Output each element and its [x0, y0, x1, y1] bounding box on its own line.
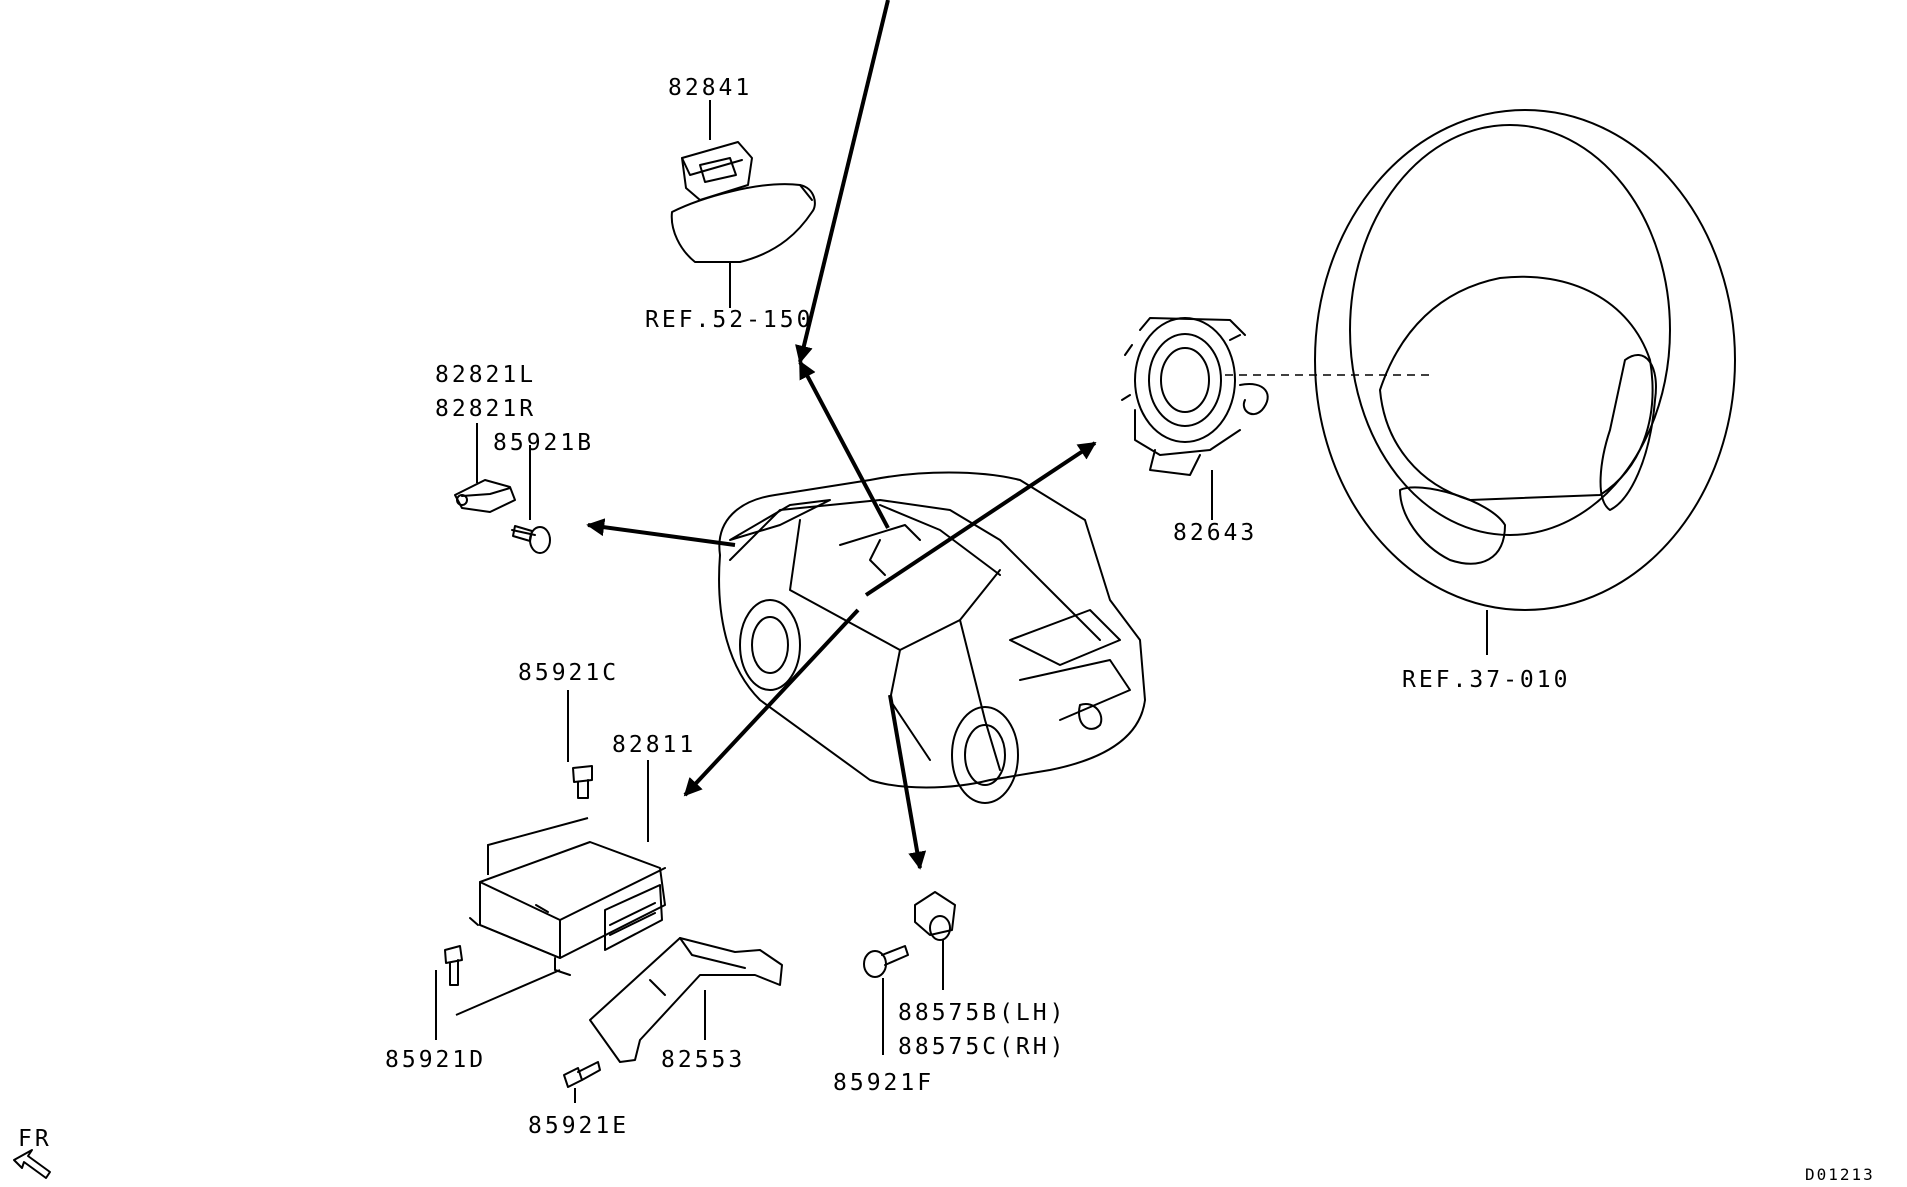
label-ref-37-010: REF.37-010 — [1402, 667, 1570, 693]
label-88575B: 88575B(LH) — [898, 1000, 1066, 1026]
part-82841-airbag-module — [670, 141, 816, 263]
label-82841: 82841 — [668, 75, 752, 101]
leader-85921D-link — [455, 969, 561, 1016]
part-85921C-bolt — [572, 765, 593, 799]
label-82821R: 82821R — [435, 396, 536, 422]
label-85921F: 85921F — [833, 1070, 934, 1096]
vehicle-outline — [718, 471, 1146, 804]
part-82821-side-sensor — [454, 479, 516, 513]
part-85921E-bolt — [563, 1061, 601, 1088]
label-85921C: 85921C — [518, 660, 619, 686]
part-82553-bracket — [589, 937, 783, 1063]
part-steering-wheel — [1314, 109, 1736, 611]
label-85921B: 85921B — [493, 430, 594, 456]
label-82553: 82553 — [661, 1047, 745, 1073]
part-85921B-bolt — [511, 525, 551, 554]
label-85921D: 85921D — [385, 1047, 486, 1073]
location-arrows — [586, 0, 1097, 870]
label-88575C: 88575C(RH) — [898, 1034, 1066, 1060]
part-85921D-bolt — [444, 945, 463, 986]
part-82811-srs-unit — [469, 841, 666, 976]
label-82643: 82643 — [1173, 520, 1257, 546]
part-88575-sensor — [914, 891, 956, 941]
label-82821L: 82821L — [435, 362, 536, 388]
label-85921E: 85921E — [528, 1113, 629, 1139]
label-ref-52-150: REF.52-150 — [645, 307, 813, 333]
label-82811: 82811 — [612, 732, 696, 758]
leader-82811-bracket — [487, 817, 589, 875]
diagram-id: D01213 — [1805, 1165, 1875, 1184]
label-fr: FR — [18, 1126, 52, 1152]
part-85921F-bolt — [863, 945, 909, 978]
part-82643-clock-spring — [1121, 317, 1269, 476]
front-direction-arrow-icon — [13, 1149, 51, 1179]
